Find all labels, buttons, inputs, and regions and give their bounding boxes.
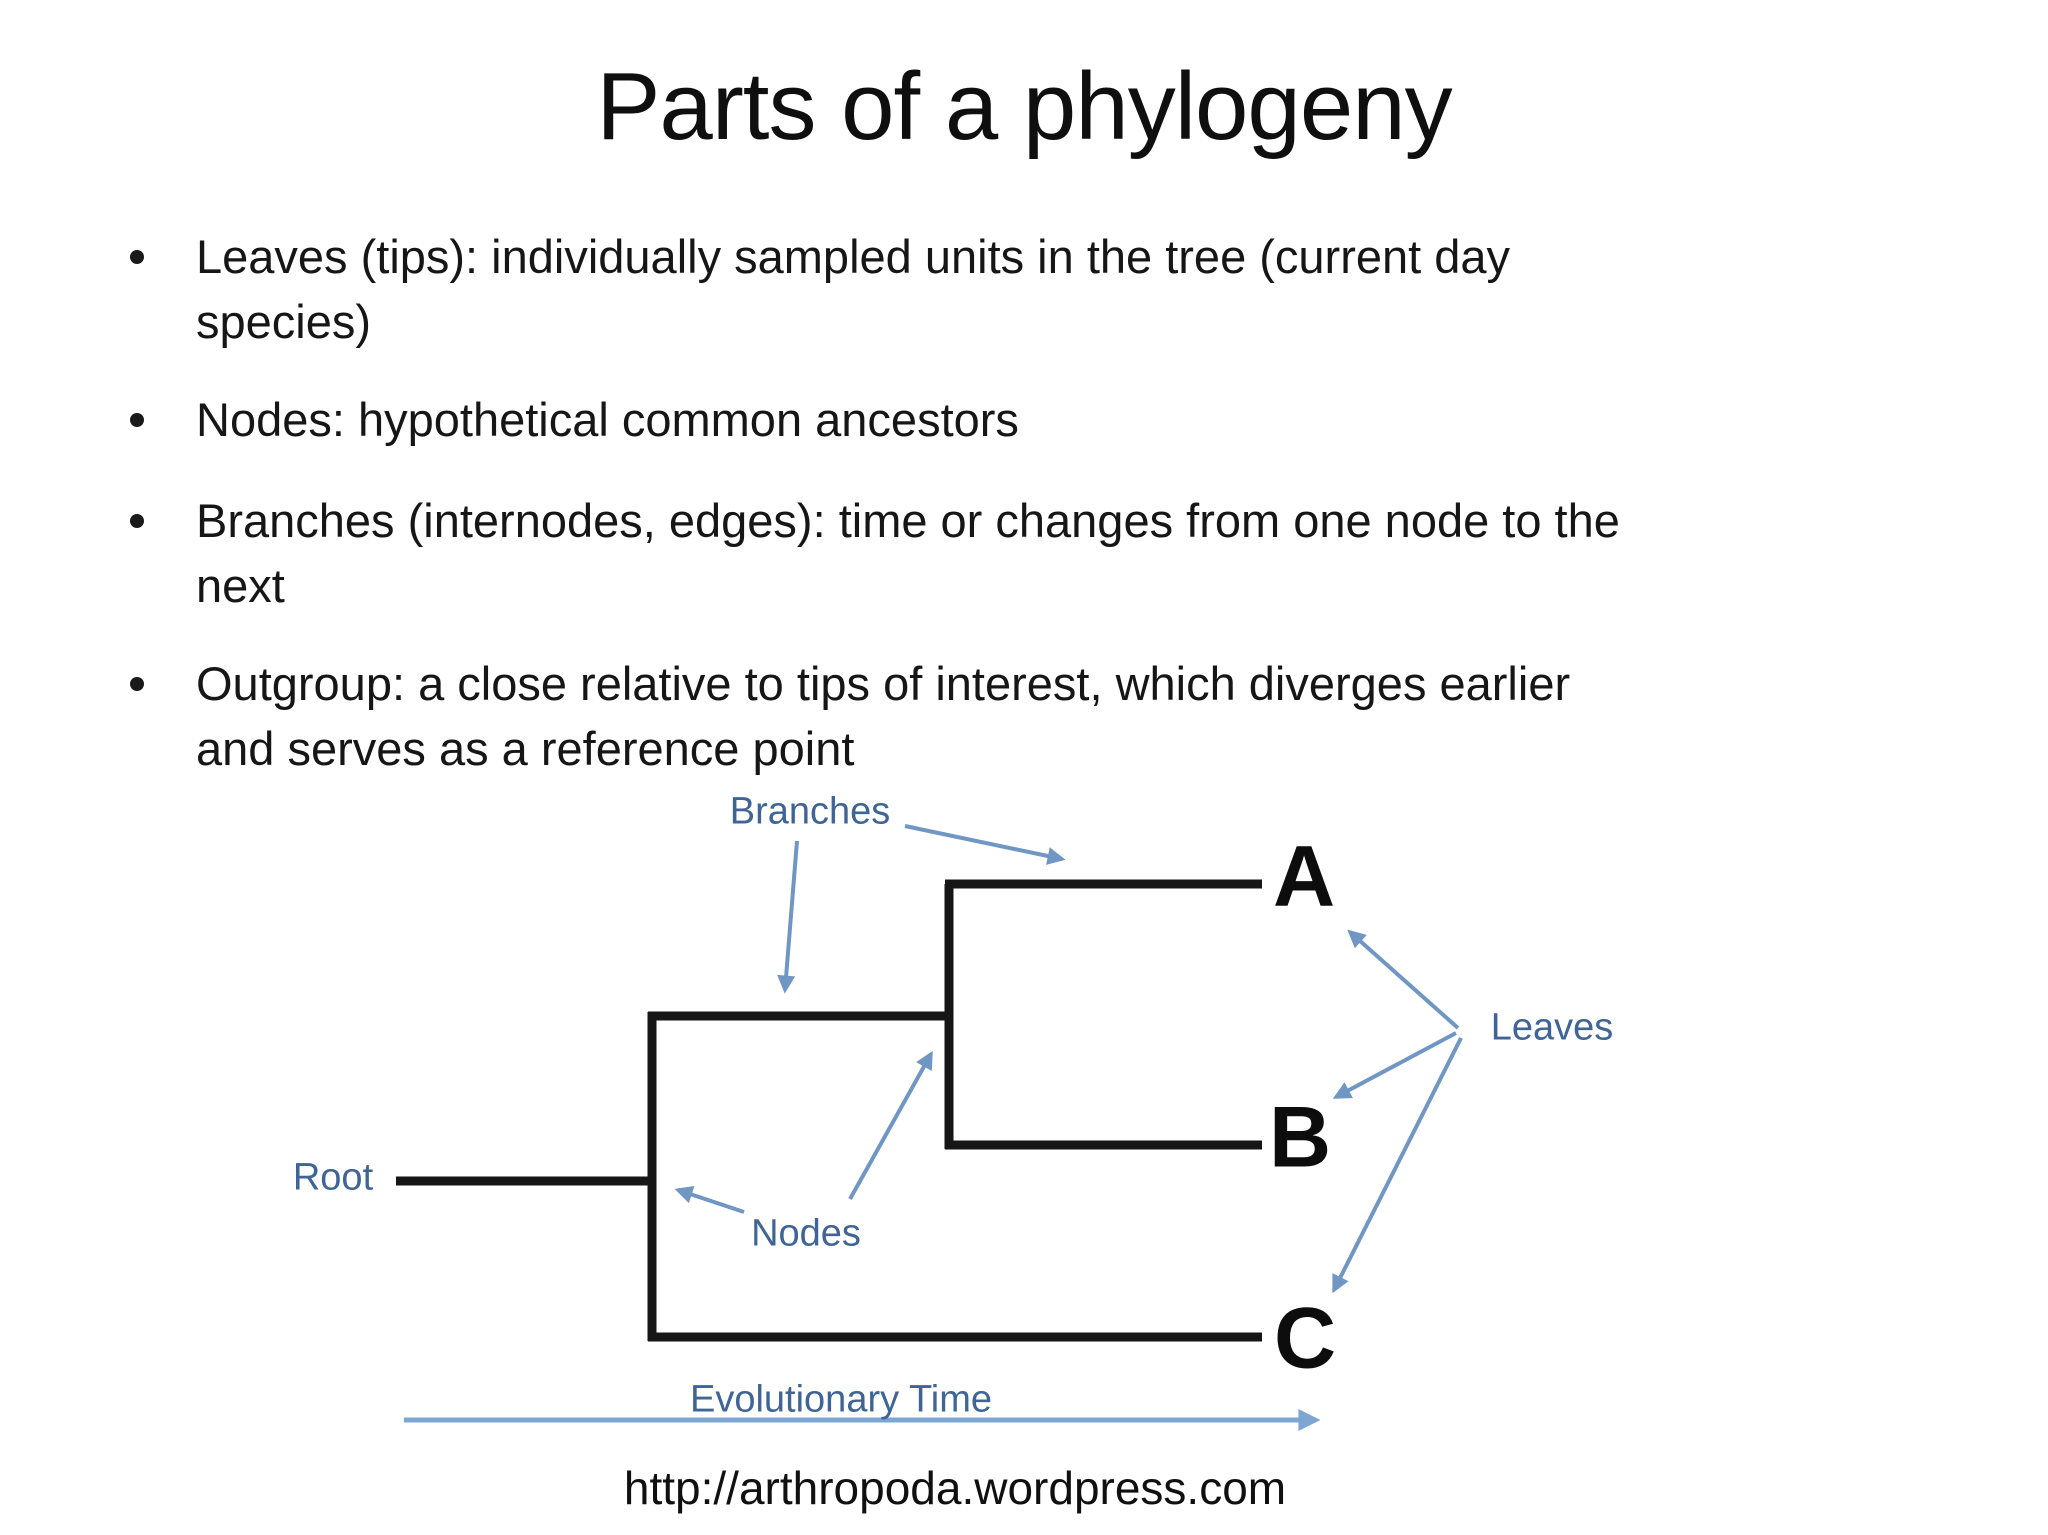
bullet-nodes: Nodes: hypothetical common ancestors (130, 387, 1019, 452)
tip-c-label: C (1273, 1290, 1337, 1387)
leaves-arrow-a-icon (1347, 929, 1460, 1030)
evolutionary-time-label: Evolutionary Time (689, 1378, 993, 1421)
bullet-nodes-line1: Nodes: hypothetical common ancestors (196, 393, 1019, 446)
branches-label: Branches (729, 790, 891, 833)
tip-b-label: B (1268, 1089, 1332, 1186)
bullet-dot-icon (130, 413, 144, 427)
bullet-outgroup-line2: and serves as a reference point (196, 722, 855, 775)
nodes-arrow-root-icon (674, 1186, 745, 1214)
bullet-leaves-line1: Leaves (tips): individually sampled unit… (196, 230, 1511, 283)
bullet-leaves-line2: species) (196, 295, 372, 348)
bullet-leaves: Leaves (tips): individually sampled unit… (130, 224, 1510, 354)
leaves-arrow-c-icon (1332, 1037, 1463, 1294)
bullet-branches: Branches (internodes, edges): time or ch… (130, 488, 1620, 618)
root-label: Root (292, 1156, 374, 1199)
bullet-dot-icon (130, 514, 144, 528)
branches-arrow-down-icon (777, 840, 799, 994)
source-url: http://arthropoda.wordpress.com (623, 1462, 1287, 1514)
leaves-label: Leaves (1490, 1006, 1614, 1049)
bullet-branches-line1: Branches (internodes, edges): time or ch… (196, 494, 1620, 547)
page-title: Parts of a phylogeny (596, 53, 1452, 160)
bullet-dot-icon (130, 250, 144, 264)
nodes-arrow-ab-icon (848, 1050, 933, 1200)
leaves-arrow-b-icon (1332, 1031, 1457, 1099)
bullet-outgroup: Outgroup: a close relative to tips of in… (130, 651, 1570, 781)
bullet-outgroup-line1: Outgroup: a close relative to tips of in… (196, 657, 1571, 710)
bullet-branches-line2: next (196, 559, 285, 612)
nodes-label: Nodes (751, 1212, 861, 1255)
bullet-dot-icon (130, 677, 144, 691)
branches-arrow-right-icon (904, 824, 1066, 865)
tip-a-label: A (1272, 828, 1336, 925)
